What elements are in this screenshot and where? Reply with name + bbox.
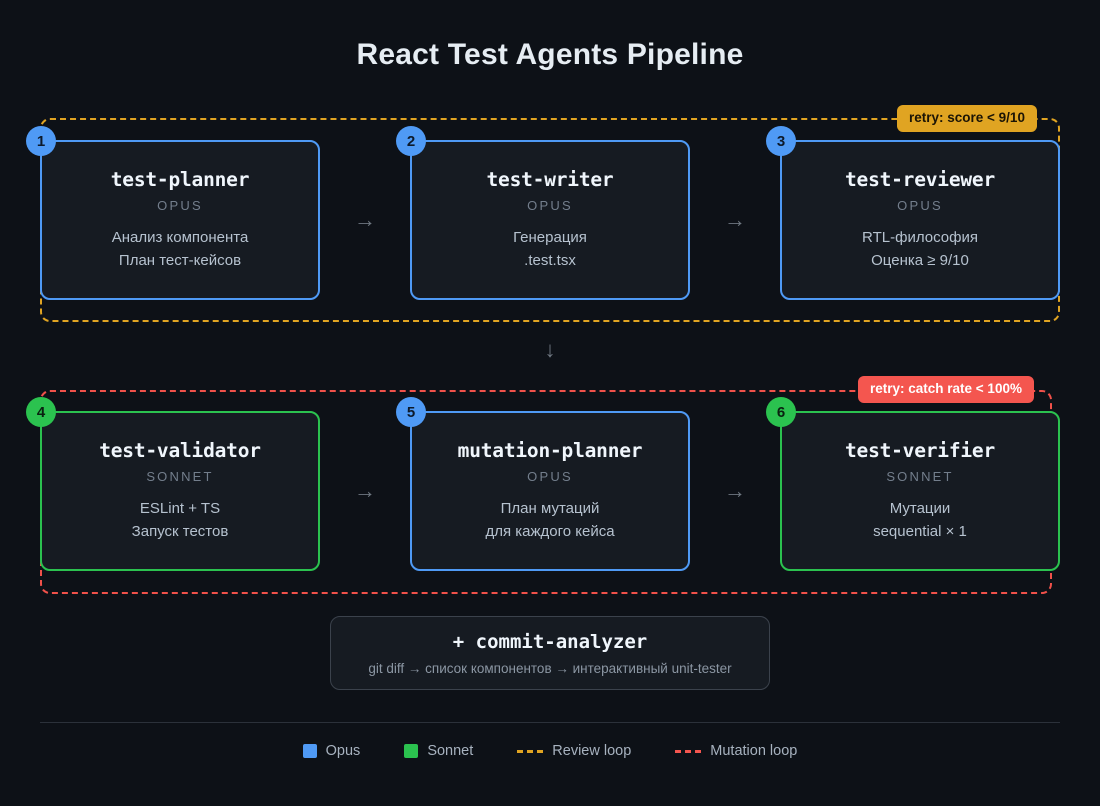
agent-card-test-reviewer[interactable]: 3 test-reviewer OPUS RTL-философия Оценк… — [766, 126, 1060, 300]
agent-detail-line-1: Анализ компонента — [111, 229, 249, 247]
agent-name: test-planner — [110, 168, 250, 192]
step-badge-4: 4 — [26, 397, 56, 427]
agent-detail-line-1: RTL-философия — [862, 229, 978, 247]
agent-name: test-validator — [99, 439, 261, 463]
card-body: mutation-planner OPUS План мутаций для к… — [410, 411, 690, 571]
arrow-right-icon: → — [354, 478, 376, 503]
pipeline-row-2: 4 test-validator SONNET ESLint + TS Запу… — [26, 397, 1060, 571]
agent-model: OPUS — [157, 198, 203, 214]
agent-card-commit-analyzer[interactable]: + commit-analyzer git diff → список комп… — [330, 616, 770, 690]
page-title: React Test Agents Pipeline — [356, 38, 744, 71]
agent-detail-line-1: Мутации — [889, 500, 951, 518]
step-badge-6: 6 — [766, 397, 796, 427]
agent-card-test-validator[interactable]: 4 test-validator SONNET ESLint + TS Запу… — [26, 397, 320, 571]
card-body: test-planner OPUS Анализ компонента План… — [40, 140, 320, 300]
card-body: test-reviewer OPUS RTL-философия Оценка … — [780, 140, 1060, 300]
legend-divider — [40, 722, 1060, 723]
sonnet-color-swatch-icon — [404, 744, 419, 758]
card-body: test-validator SONNET ESLint + TS Запуск… — [40, 411, 320, 571]
mutation-loop-dash-icon — [675, 749, 702, 753]
agent-detail-line-1: Генерация — [513, 229, 587, 247]
agent-model: SONNET — [146, 469, 214, 485]
agent-card-test-verifier[interactable]: 6 test-verifier SONNET Мутации sequentia… — [766, 397, 1060, 571]
agent-model: OPUS — [897, 198, 943, 214]
agent-detail-line-2: План тест-кейсов — [118, 251, 242, 269]
retry-badge-review: retry: score < 9/10 — [897, 105, 1037, 132]
legend-item-mutation-loop: Mutation loop — [675, 743, 797, 759]
retry-badge-mutation: retry: catch rate < 100% — [858, 376, 1034, 403]
arrow-right-icon: → — [724, 207, 746, 232]
legend-item-sonnet: Sonnet — [404, 743, 473, 759]
legend-label: Sonnet — [427, 743, 474, 759]
legend-label: Opus — [325, 743, 361, 759]
legend: Opus Sonnet Review loop Mutation loop — [0, 743, 1100, 759]
extra-agent-subtitle: git diff → список компонентов → интеракт… — [368, 660, 732, 676]
agent-card-mutation-planner[interactable]: 5 mutation-planner OPUS План мутаций для… — [396, 397, 690, 571]
legend-item-opus: Opus — [302, 743, 361, 759]
arrow-right-icon: → — [724, 478, 746, 503]
agent-name: test-verifier — [844, 439, 996, 463]
agent-model: SONNET — [886, 469, 954, 485]
agent-name: test-writer — [486, 168, 614, 192]
agent-model: OPUS — [527, 469, 573, 485]
agent-detail-line-2: .test.tsx — [524, 251, 576, 269]
legend-label: Review loop — [552, 743, 632, 759]
legend-item-review-loop: Review loop — [517, 743, 631, 759]
agent-name: test-reviewer — [844, 168, 996, 192]
agent-detail-line-2: Запуск тестов — [131, 522, 229, 540]
card-body: test-writer OPUS Генерация .test.tsx — [410, 140, 690, 300]
opus-color-swatch-icon — [302, 744, 317, 758]
arrow-right-icon: → — [354, 207, 376, 232]
agent-model: OPUS — [527, 198, 573, 214]
step-badge-5: 5 — [396, 397, 426, 427]
agent-detail-line-2: для каждого кейса — [485, 522, 615, 540]
review-loop-dash-icon — [517, 749, 544, 753]
step-badge-1: 1 — [26, 126, 56, 156]
agent-card-test-planner[interactable]: 1 test-planner OPUS Анализ компонента Пл… — [26, 126, 320, 300]
arrow-down-icon: ↓ — [544, 337, 556, 362]
card-body: test-verifier SONNET Мутации sequential … — [780, 411, 1060, 571]
pipeline-row-1: 1 test-planner OPUS Анализ компонента Пл… — [26, 126, 1060, 300]
agent-name: mutation-planner — [457, 439, 643, 463]
agent-detail-line-2: sequential × 1 — [873, 522, 967, 540]
extra-agent-title: + commit-analyzer — [452, 630, 648, 653]
agent-detail-line-1: План мутаций — [500, 500, 600, 518]
agent-card-test-writer[interactable]: 2 test-writer OPUS Генерация .test.tsx — [396, 126, 690, 300]
agent-detail-line-1: ESLint + TS — [139, 500, 221, 518]
legend-label: Mutation loop — [710, 743, 798, 759]
step-badge-3: 3 — [766, 126, 796, 156]
step-badge-2: 2 — [396, 126, 426, 156]
agent-detail-line-2: Оценка ≥ 9/10 — [871, 251, 969, 269]
